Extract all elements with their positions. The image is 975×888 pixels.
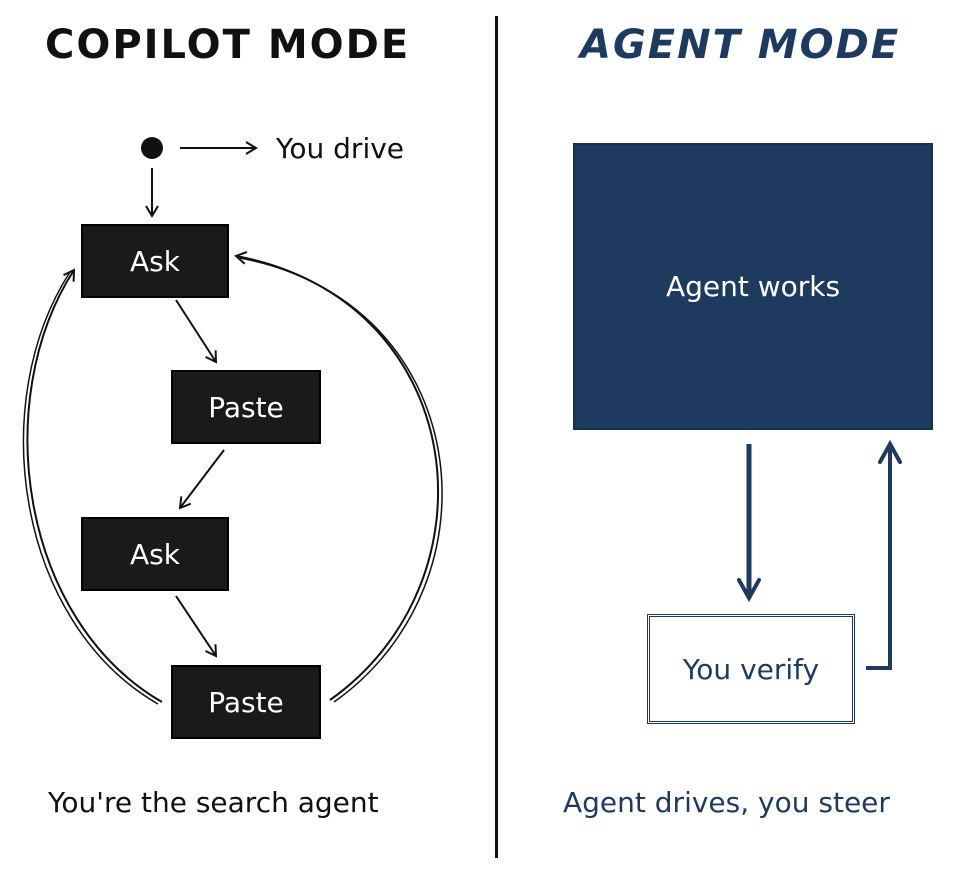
copilot-step-paste-1: Paste — [171, 370, 321, 444]
step-label: Ask — [130, 537, 180, 571]
agent-works-box: Agent works — [573, 143, 933, 430]
copilot-caption: You're the search agent — [48, 786, 379, 819]
copilot-mode-title: COPILOT MODE — [45, 22, 411, 68]
you-drive-label: You drive — [276, 132, 405, 165]
copilot-step-ask-1: Ask — [81, 224, 229, 298]
copilot-step-ask-2: Ask — [81, 517, 229, 591]
you-verify-box: You verify — [647, 614, 855, 724]
you-verify-label: You verify — [682, 652, 820, 686]
start-dot-icon — [141, 137, 163, 159]
step-label: Paste — [208, 390, 284, 424]
agent-mode-title: AGENT MODE — [580, 22, 901, 68]
agent-works-label: Agent works — [665, 270, 841, 303]
agent-caption: Agent drives, you steer — [563, 786, 890, 819]
copilot-step-paste-2: Paste — [171, 665, 321, 739]
step-label: Paste — [208, 685, 284, 719]
mode-divider — [495, 16, 498, 858]
step-label: Ask — [130, 244, 180, 278]
